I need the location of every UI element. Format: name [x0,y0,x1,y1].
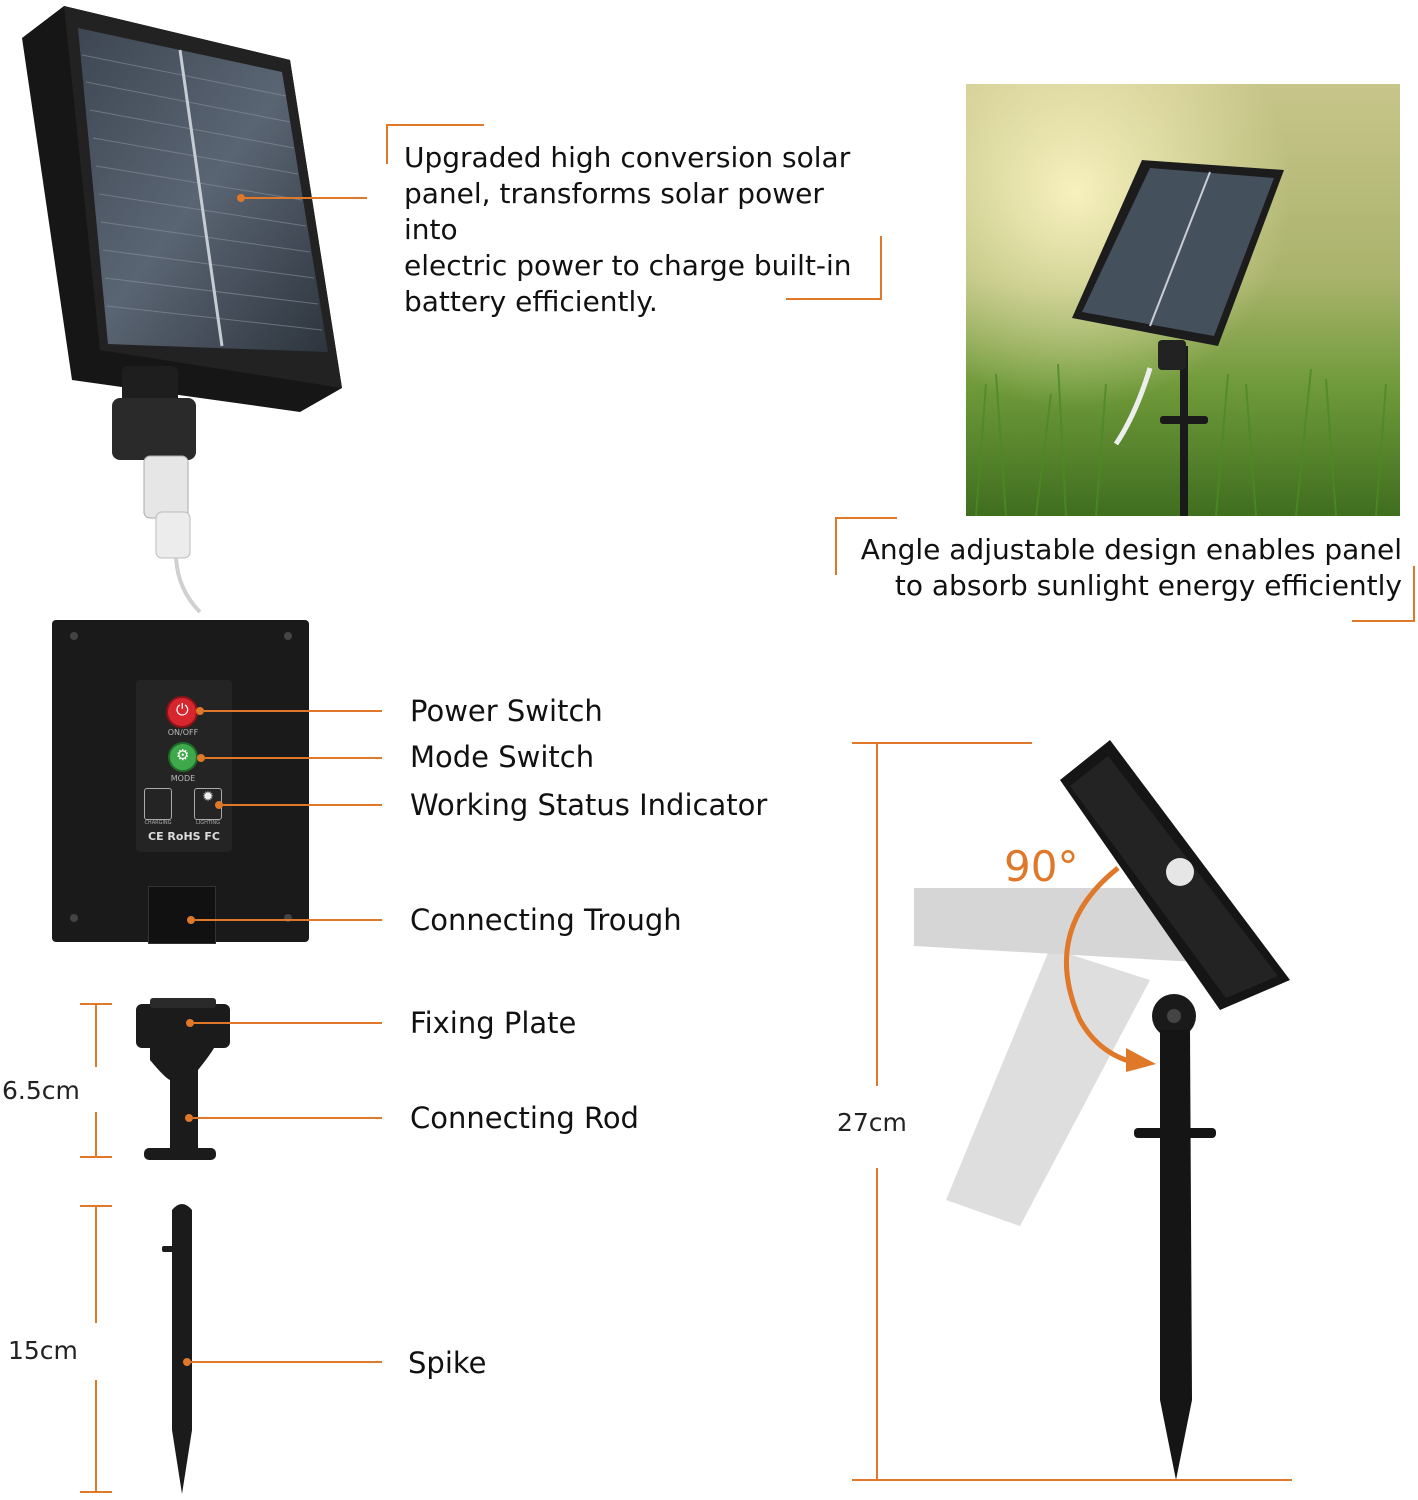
plate-height-label: 6.5cm [2,1076,80,1105]
mode-label: MODE [170,774,196,783]
status-pointer-dot [215,801,223,809]
angle-bracket-bottom [1352,620,1415,622]
plate-dim-bottom [80,1156,112,1158]
angle-callout: Angle adjustable design enables panel to… [846,532,1402,604]
solar-panel-callout: Upgraded high conversion solar panel, tr… [404,140,884,320]
mode-pointer-line [205,757,382,759]
callout-bracket-top [386,124,484,126]
angle-bracket-top [835,517,897,519]
power-pointer-line [204,710,382,712]
callout-line: electric power to charge built-in [404,249,852,282]
lighting-label: LIGHTING [195,820,221,826]
total-dim-vertical-lower [876,1168,878,1480]
status-indicator-label: Working Status Indicator [410,788,768,822]
rod-pointer-dot [185,1114,193,1122]
total-dim-bottom [852,1479,1292,1481]
callout-bracket-left [386,124,388,164]
lawn-photo-drawing [966,84,1400,516]
callout-line: battery efficiently. [404,285,658,318]
status-pointer-line [223,804,382,806]
rod-pointer-line [193,1117,382,1119]
callout-line: Angle adjustable design enables panel [860,533,1402,566]
fixing-plate-pointer-dot [186,1019,194,1027]
power-pointer-dot [196,707,204,715]
screw [284,632,292,640]
spike-dim-vertical [95,1205,97,1323]
power-button[interactable]: ⏻ [166,696,198,728]
charging-label: CHARGING [144,820,172,826]
callout-line: to absorb sunlight energy efficiently [894,569,1402,602]
power-icon: ⏻ [176,700,189,719]
screw [70,914,78,922]
fixing-plate-pointer-line [194,1022,382,1024]
mode-button[interactable]: ⚙ [168,742,198,772]
lawn-photo [966,84,1400,516]
plate-dim-vertical [95,1003,97,1067]
on-off-label: ON/OFF [167,728,199,737]
trough-pointer-dot [187,916,195,924]
mode-pointer-dot [197,754,205,762]
spike-pointer-line [191,1361,382,1363]
rotation-angle-label: 90° [1004,842,1079,891]
screw [284,914,292,922]
spike-dim-vertical-lower [95,1380,97,1492]
callout-line: Upgraded high conversion solar [404,141,851,174]
control-panel: ⏻ ON/OFF ⚙ MODE CHARGING ✹ LIGHTING CE R… [136,680,232,852]
solar-panel-pointer-line [245,197,367,199]
total-dim-vertical [876,742,878,1086]
callout-bracket-bottom [786,298,882,300]
screw [70,632,78,640]
callout-bracket-right [880,236,882,300]
trough-slot [148,886,216,944]
spike-pointer-dot [183,1358,191,1366]
mode-switch-label: Mode Switch [410,740,595,774]
angle-bracket-right [1413,566,1415,622]
callout-line: panel, transforms solar power into [404,177,824,246]
control-box: ⏻ ON/OFF ⚙ MODE CHARGING ✹ LIGHTING CE R… [52,620,309,944]
connecting-trough-label: Connecting Trough [410,903,682,937]
angle-bracket-left [835,517,837,575]
gear-icon: ⚙ [176,746,190,764]
spike-height-label: 15cm [8,1336,78,1365]
total-height-label: 27cm [837,1108,907,1137]
spike-label: Spike [408,1346,487,1380]
trough-pointer-line [195,919,382,921]
plate-dim-vertical-lower [95,1112,97,1157]
total-dim-top [852,742,1032,744]
connecting-rod-label: Connecting Rod [410,1101,639,1135]
certification-marks: CE RoHS FC [148,830,220,843]
solar-panel-pointer-dot [237,194,245,202]
power-switch-label: Power Switch [410,694,603,728]
fixing-plate-label: Fixing Plate [410,1006,577,1040]
solar-panel-icon [144,788,172,820]
spike-dim-bottom [80,1491,112,1493]
